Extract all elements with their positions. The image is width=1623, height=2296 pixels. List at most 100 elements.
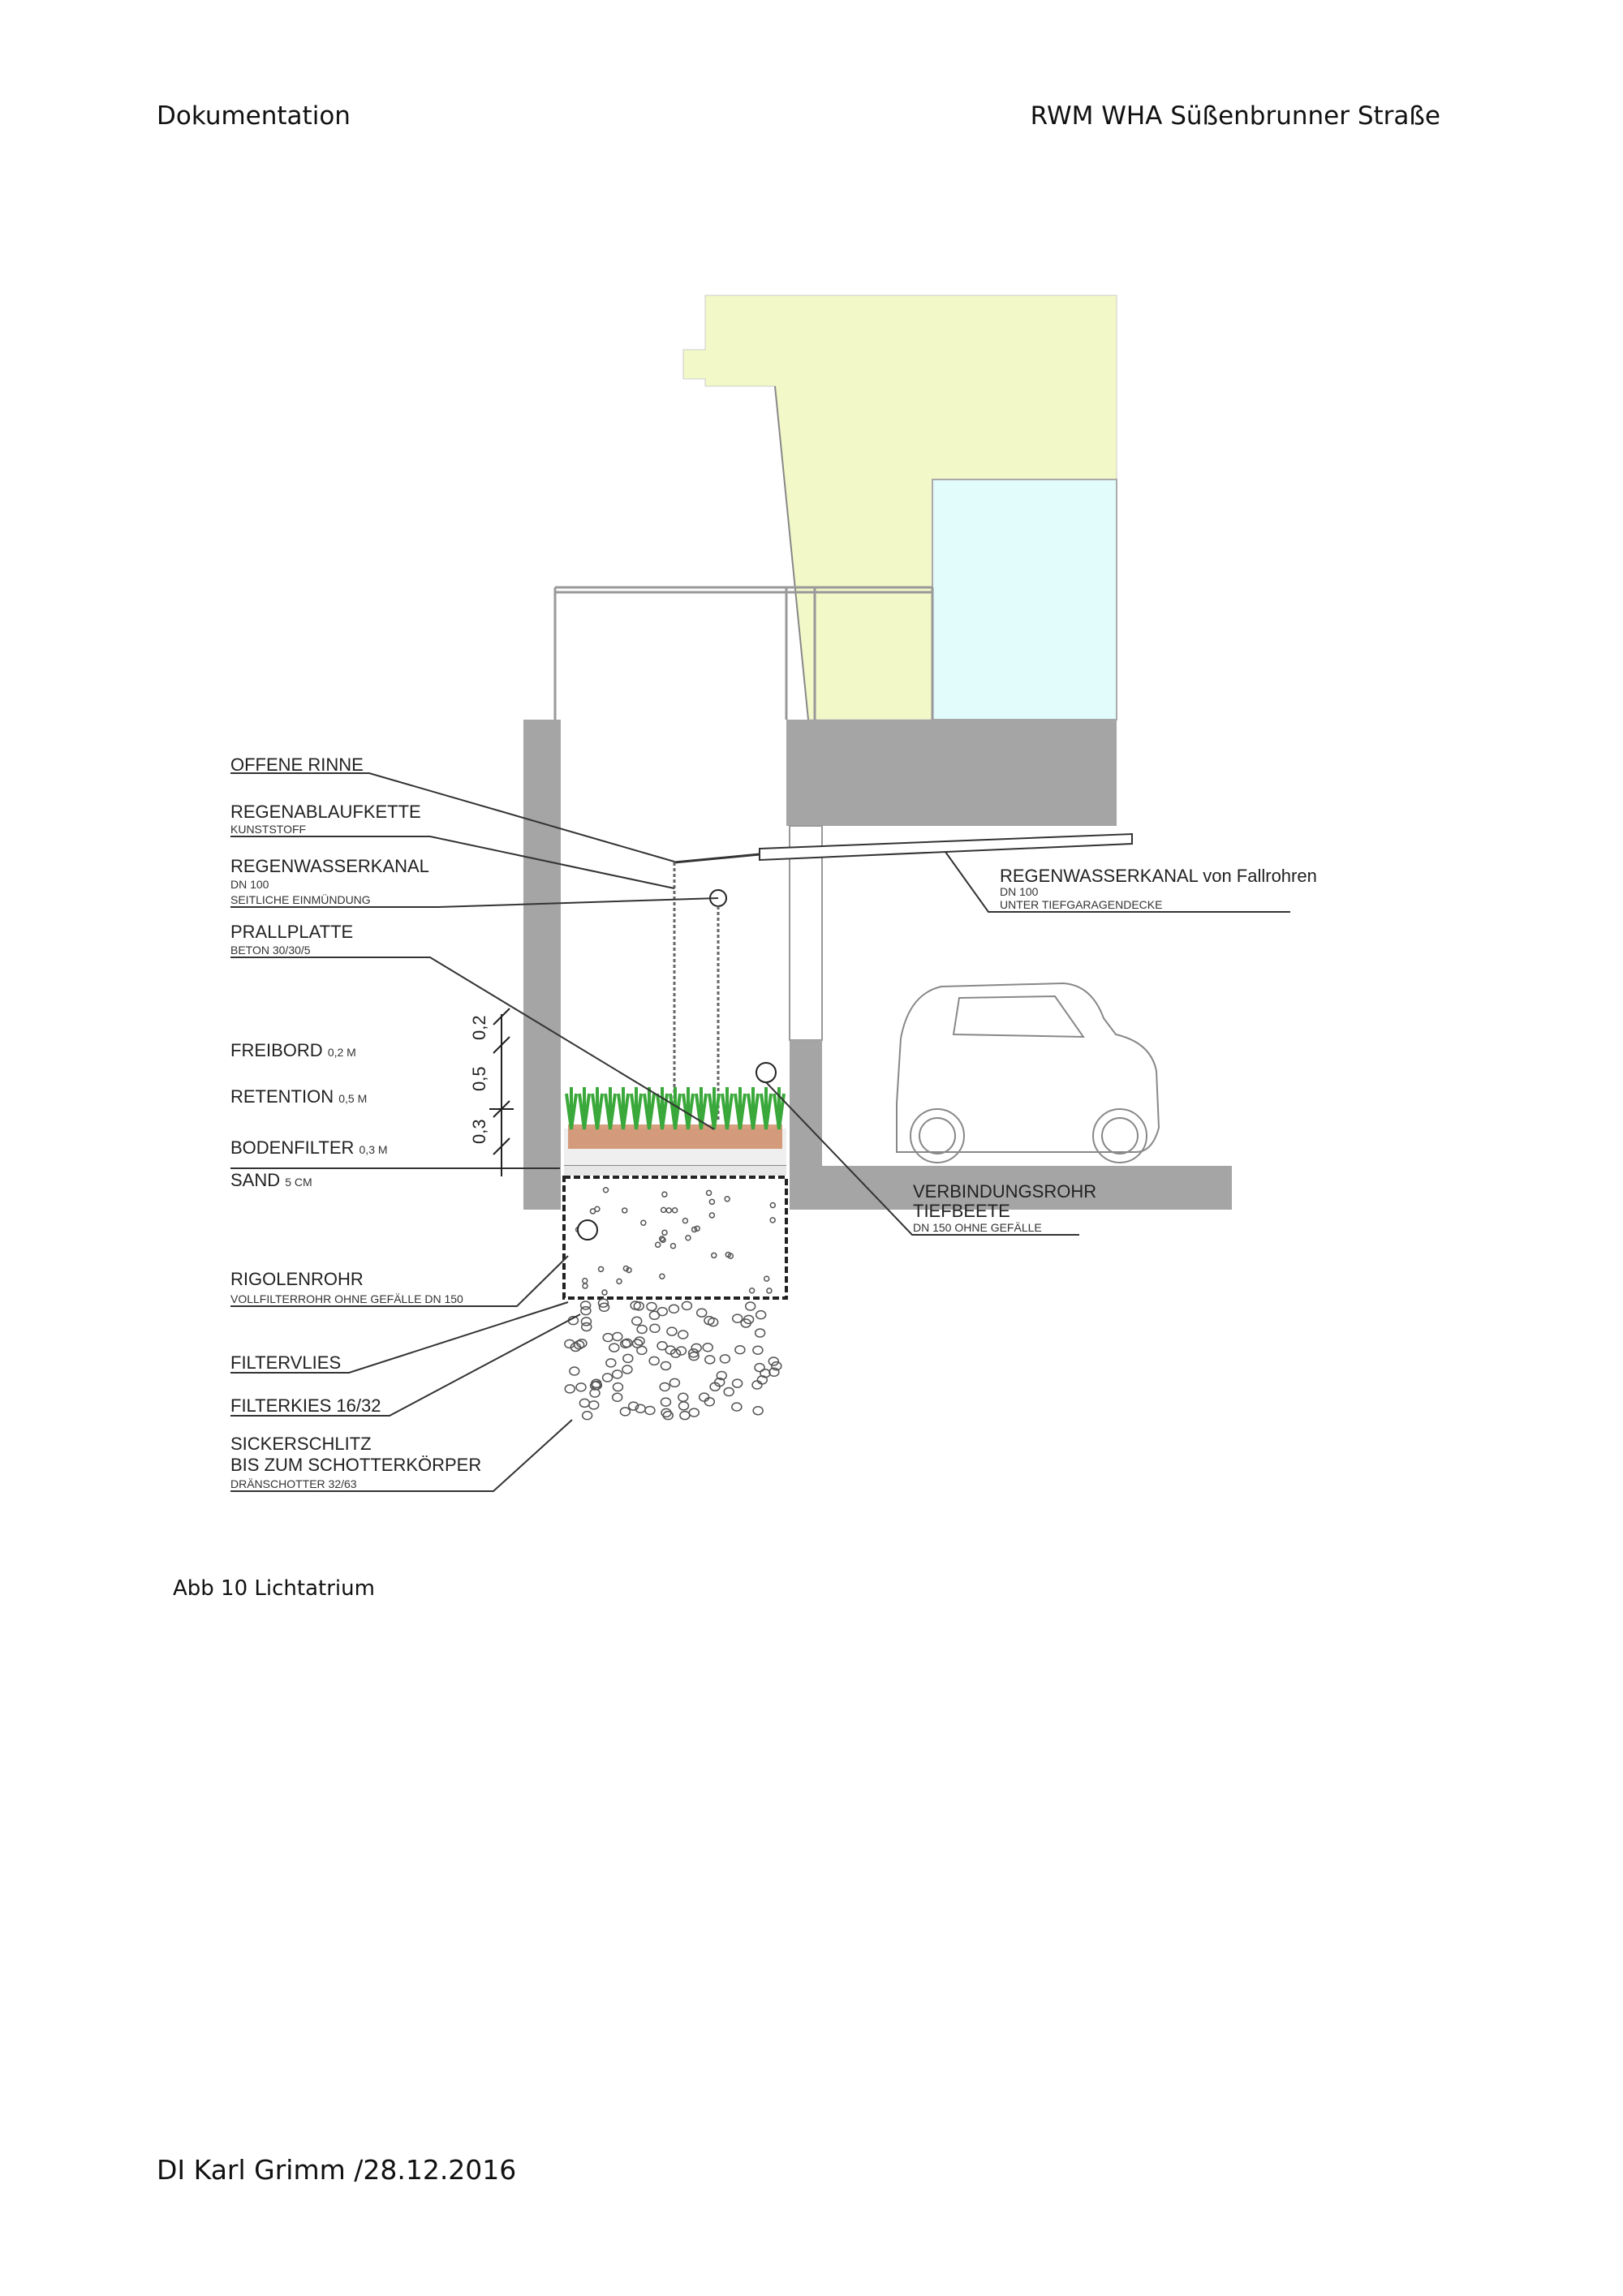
gravel-stone — [622, 1338, 633, 1348]
gravel-stone — [658, 1236, 665, 1242]
gravel-stone — [601, 1289, 608, 1296]
gravel-stone — [633, 1301, 645, 1311]
gravel-stone — [768, 1357, 780, 1366]
gravel-stone — [691, 1226, 698, 1233]
sand-layer — [564, 1166, 786, 1176]
gravel-stone — [771, 1361, 782, 1371]
gravel-stone — [711, 1252, 717, 1259]
gravel-stone — [659, 1273, 665, 1279]
gravel-stone — [598, 1302, 610, 1312]
gravel-stone — [751, 1380, 763, 1390]
gravel-stone — [724, 1196, 730, 1202]
gravel-stone — [661, 1191, 668, 1197]
gravel-stone — [731, 1378, 743, 1388]
plant-blade — [648, 1093, 656, 1130]
gravel-stone — [644, 1405, 656, 1416]
gravel-stone — [731, 1314, 743, 1323]
gravel-stone — [725, 1251, 732, 1258]
gravel-stone — [694, 1225, 700, 1232]
gravel-stone — [719, 1354, 731, 1364]
gravel-stone — [659, 1382, 670, 1392]
label-sand: SAND 5 CM — [230, 1170, 312, 1190]
gravel-stone — [702, 1343, 713, 1352]
gravel-stone — [627, 1401, 639, 1411]
gravel-stone — [682, 1217, 689, 1224]
gravel-stone — [713, 1377, 725, 1387]
header-right: RWM WHA Süßenbrunner Straße — [1030, 101, 1440, 131]
gravel-stone — [708, 1212, 716, 1219]
label-regenablaufkette: REGENABLAUFKETTE — [230, 802, 421, 822]
gravel-stone — [695, 1308, 708, 1318]
gravel-stone — [755, 1309, 767, 1320]
gravel-stone — [769, 1202, 777, 1209]
gravel-stone — [731, 1402, 743, 1412]
gravel-stone — [716, 1370, 728, 1381]
label-kanal-fallrohre-dn: DN 100 — [1000, 885, 1039, 898]
gravel-stone — [654, 1241, 661, 1249]
gravel-stone — [616, 1278, 622, 1285]
gravel-stone — [669, 1378, 681, 1388]
plant-blade — [635, 1093, 643, 1130]
figure-caption: Abb 10 Lichtatrium — [173, 1576, 375, 1601]
plant-blade — [596, 1093, 604, 1130]
plant-blade — [609, 1093, 617, 1130]
label-schotterkoerper: BIS ZUM SCHOTTERKÖRPER — [230, 1455, 481, 1475]
gravel-stone — [594, 1206, 601, 1212]
gravel-stone — [752, 1405, 764, 1416]
gravel-stone — [660, 1236, 666, 1244]
gravel-stone — [769, 1217, 776, 1223]
plant-blade — [764, 1093, 773, 1130]
label-draenschotter: DRÄNSCHOTTER 32/63 — [230, 1477, 357, 1490]
dimension-line — [489, 1008, 514, 1176]
garage-floor-slab — [822, 1166, 1232, 1210]
gravel-stone — [681, 1301, 693, 1311]
gravel-stone — [661, 1229, 668, 1236]
gravel-stone — [573, 1339, 585, 1350]
label-filtervlies: FILTERVLIES — [230, 1352, 341, 1373]
gravel-stone — [622, 1265, 630, 1272]
gravel-stone — [582, 1283, 588, 1289]
gravel-stone — [640, 1219, 647, 1227]
gravel-stone — [666, 1326, 678, 1336]
plant-blade — [687, 1093, 695, 1130]
gravel-stone — [707, 1317, 719, 1327]
label-verbindungsrohr-sub: DN 150 OHNE GEFÄLLE — [913, 1221, 1042, 1234]
gravel-stone — [622, 1365, 633, 1374]
gravel-stones — [564, 1187, 782, 1421]
railing — [553, 586, 934, 720]
gravel-stone — [687, 1348, 700, 1358]
gravel-stone — [668, 1304, 680, 1314]
gravel-stone — [754, 1362, 765, 1373]
header-left: Dokumentation — [157, 101, 351, 131]
gravel-stone — [760, 1368, 771, 1378]
label-prallplatte-sub: BETON 30/30/5 — [230, 944, 311, 957]
gravel-stone — [754, 1328, 766, 1338]
label-tiefbeete: TIEFBEETE — [913, 1201, 1010, 1221]
gravel-stone — [621, 1207, 628, 1214]
gravel-stone — [612, 1382, 624, 1392]
gravel-stone — [766, 1288, 773, 1294]
gravel-stone — [688, 1408, 700, 1417]
label-regenablaufkette-sub: KUNSTSTOFF — [230, 823, 306, 836]
gravel-stone — [734, 1344, 746, 1355]
gravel-stone — [580, 1317, 592, 1326]
gravel-stone — [657, 1341, 668, 1351]
gravel-stone — [677, 1330, 689, 1339]
footer-author-date: DI Karl Grimm /28.12.2016 — [157, 2154, 517, 2186]
leader-lines — [230, 772, 1290, 1492]
gravel-stone — [752, 1345, 764, 1355]
dim-retention: 0,5 — [469, 1066, 489, 1091]
gravel-stone — [631, 1316, 643, 1326]
gravel-stone — [636, 1324, 648, 1335]
plant-blade — [583, 1093, 591, 1130]
plant-blade — [751, 1093, 760, 1130]
gravel-stone — [660, 1361, 672, 1371]
gravel-stone — [708, 1198, 716, 1206]
gravel-stone — [591, 1378, 602, 1389]
gravel-stone — [723, 1387, 734, 1397]
plant-blade — [725, 1093, 734, 1130]
plant-blade — [570, 1093, 578, 1130]
gravel-stone — [611, 1369, 623, 1379]
gravel-stone — [575, 1382, 587, 1392]
